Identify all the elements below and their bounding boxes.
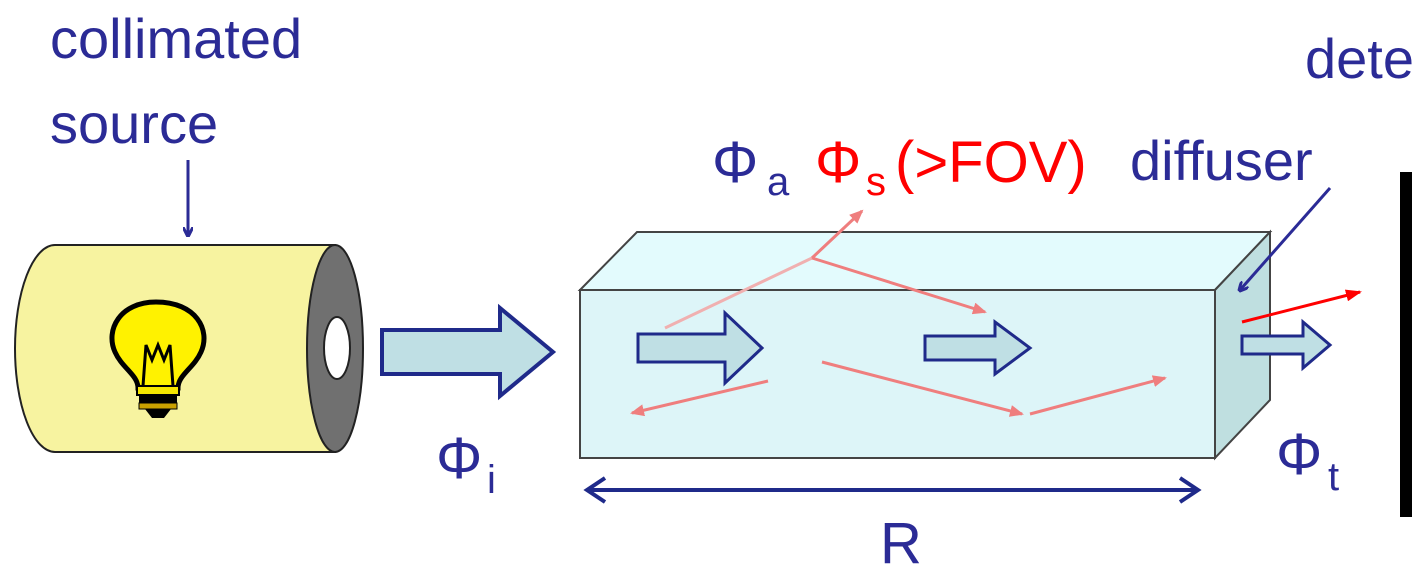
transmitted-flux-label: Φ t bbox=[1276, 422, 1339, 499]
source-label-line1: collimated bbox=[50, 7, 302, 70]
svg-text:i: i bbox=[487, 458, 496, 502]
length-label: R bbox=[880, 511, 922, 571]
diffuser-pointer-arrow bbox=[1240, 187, 1332, 290]
svg-text:Φ: Φ bbox=[436, 426, 482, 491]
scattered-out-arrow bbox=[1241, 289, 1362, 324]
detector-label: dete bbox=[1305, 27, 1412, 90]
source-label-line2: source bbox=[50, 92, 218, 155]
scattered-flux-label: Φ s (>FOV) bbox=[815, 130, 1087, 204]
diffuser-label: diffuser bbox=[1130, 129, 1313, 192]
length-dimension-arrow bbox=[583, 476, 1202, 504]
incident-flux-arrow bbox=[380, 303, 557, 401]
transmitted-arrow-1 bbox=[636, 309, 765, 387]
transmitted-arrow-2 bbox=[923, 319, 1033, 377]
svg-text:Φ: Φ bbox=[815, 130, 861, 195]
output-flux-arrow bbox=[1240, 318, 1333, 372]
svg-text:Φ: Φ bbox=[712, 130, 758, 195]
svg-text:s: s bbox=[866, 160, 886, 204]
svg-text:t: t bbox=[1328, 455, 1339, 499]
svg-text:a: a bbox=[767, 160, 790, 204]
lightbulb-icon bbox=[109, 299, 207, 418]
svg-text:(>FOV): (>FOV) bbox=[895, 130, 1087, 195]
svg-text:Φ: Φ bbox=[1276, 422, 1322, 487]
absorbed-flux-label: Φ a bbox=[712, 130, 790, 204]
incident-flux-label: Φ i bbox=[436, 426, 496, 502]
scatter-paths bbox=[630, 209, 1167, 417]
detector-bar bbox=[1400, 172, 1412, 517]
